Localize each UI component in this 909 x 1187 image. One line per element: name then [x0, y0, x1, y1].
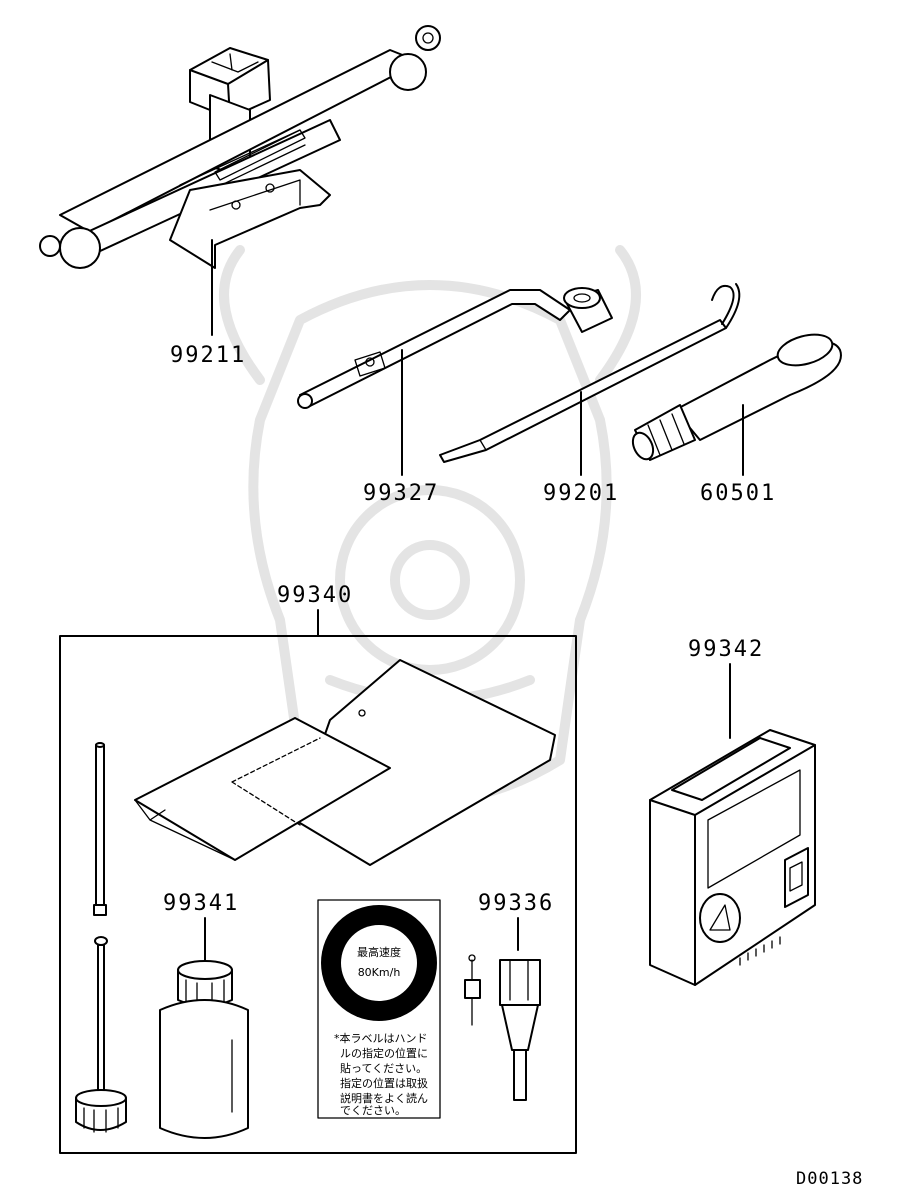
speed-label-note-line: 説明書をよく読ん	[340, 1091, 428, 1105]
speed-label-note-line: 指定の位置は取扱	[340, 1076, 428, 1090]
speed-label-note-line: でください。	[340, 1104, 406, 1117]
valve-rod-drawing	[75, 742, 127, 1133]
speed-label-speed: 80Km/h	[358, 966, 401, 979]
speed-label-title: 最高速度	[357, 945, 401, 959]
part-label-repair-kit: 99340	[277, 583, 353, 608]
part-label-tow-hook: 60501	[700, 481, 776, 506]
part-label-sealant-bottle: 99341	[163, 891, 239, 916]
speed-label-note-line: ルの指定の位置に	[340, 1046, 428, 1060]
valve-tool-drawing	[464, 954, 541, 1101]
part-label-jack: 99211	[170, 343, 246, 368]
speed-label-note-line: *本ラベルはハンド	[334, 1031, 428, 1045]
part-label-jack-handle: 99201	[543, 481, 619, 506]
watermark-emblem	[219, 245, 641, 805]
speed-label-sticker: 最高速度 80Km/h *本ラベルはハンド ルの指定の位置に 貼ってください。 …	[317, 899, 441, 1119]
tow-hook-drawing	[631, 333, 842, 476]
jack-drawing	[39, 25, 441, 336]
compressor-drawing	[649, 729, 816, 986]
part-label-wrench-handle: 99327	[363, 481, 439, 506]
speed-label-note-line: 貼ってください。	[340, 1061, 427, 1075]
wrench-handle-drawing	[297, 287, 613, 476]
sealant-bottle-drawing	[159, 960, 249, 1139]
part-label-valve-tool: 99336	[478, 891, 554, 916]
jack-handle-drawing	[439, 283, 741, 476]
diagram-code: D00138	[796, 1169, 863, 1187]
repair-kit-box	[59, 635, 577, 1154]
kit-bags-drawing	[134, 659, 556, 866]
part-label-compressor: 99342	[688, 637, 764, 662]
